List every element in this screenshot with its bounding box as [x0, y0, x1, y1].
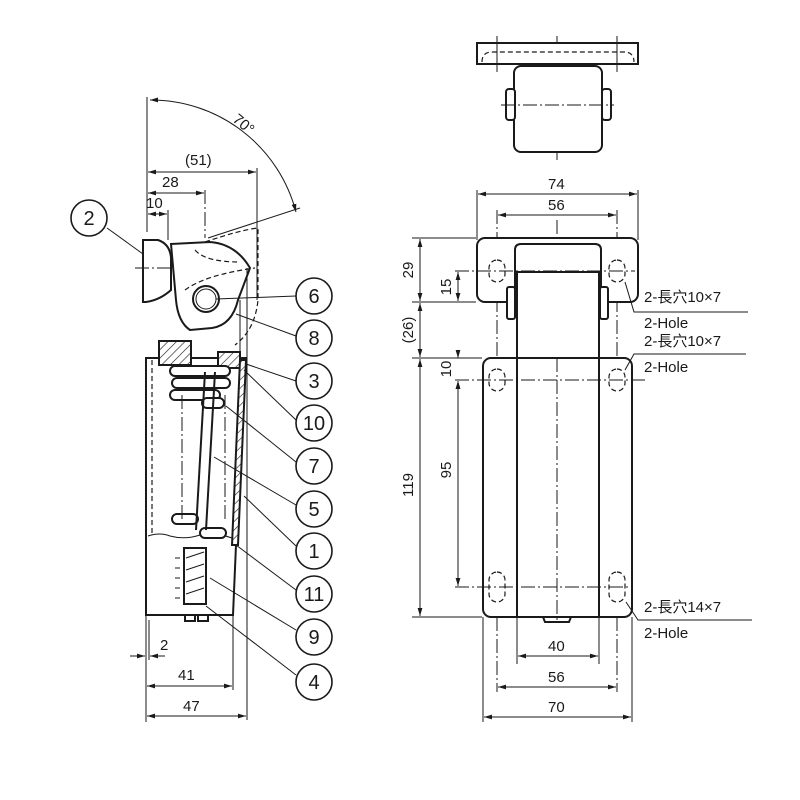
slot-top-left	[488, 259, 506, 283]
leader-lines	[106, 227, 297, 676]
dim-28: 28	[162, 174, 179, 191]
svg-text:4: 4	[308, 672, 319, 694]
svg-text:1: 1	[308, 541, 319, 563]
dim-74: 74	[548, 176, 565, 193]
note-leader-1	[624, 281, 748, 313]
balloon-7: 7	[295, 447, 333, 485]
slot-top-right	[608, 259, 626, 283]
dim-10: 10	[146, 195, 163, 212]
note-1-jp: 2-長穴10×7	[644, 289, 721, 306]
top-barrel	[513, 65, 603, 153]
note-3-jp: 2-長穴14×7	[644, 599, 721, 616]
dim-119: 119	[400, 473, 417, 497]
note-3-en: 2-Hole	[644, 625, 688, 642]
front-pin-right	[599, 286, 609, 320]
slot-mid-right	[608, 368, 626, 392]
screw-threads	[175, 551, 205, 599]
angle-arc	[149, 97, 297, 213]
svg-text:9: 9	[308, 627, 319, 649]
cover-plate	[230, 359, 248, 546]
dim-15: 15	[438, 279, 455, 296]
top-view	[476, 36, 639, 162]
balloon-11: 11	[295, 575, 333, 613]
dim-26: (26)	[400, 317, 417, 344]
stop-block	[142, 239, 172, 303]
svg-text:5: 5	[308, 499, 319, 521]
balloon-1: 1	[295, 532, 333, 570]
note-leader-3	[625, 601, 752, 621]
balloon-3: 3	[295, 362, 333, 400]
angle-label-text: 70°	[229, 111, 257, 139]
note-leader-2	[624, 353, 746, 371]
dim-47: 47	[183, 698, 200, 715]
svg-text:2: 2	[83, 208, 94, 230]
dim-95: 95	[438, 462, 455, 479]
front-pin-left	[506, 286, 516, 320]
balloon-8: 8	[295, 319, 333, 357]
dim-51: (51)	[185, 152, 212, 169]
balloon-5: 5	[295, 490, 333, 528]
screw-nut-2	[197, 614, 209, 622]
svg-text:3: 3	[308, 371, 319, 393]
adjust-screw	[183, 547, 207, 605]
cam-hidden	[204, 227, 259, 346]
angle-extension-line	[207, 207, 301, 239]
top-plate	[476, 42, 639, 65]
dim-56-top: 56	[548, 197, 565, 214]
svg-text:10: 10	[303, 413, 325, 435]
svg-text:7: 7	[308, 456, 319, 478]
top-plate-hidden	[481, 51, 635, 63]
dim-41: 41	[178, 667, 195, 684]
slot-mid-left	[488, 368, 506, 392]
bottom-nut	[542, 616, 572, 623]
note-1-en: 2-Hole	[644, 315, 688, 332]
svg-text:11: 11	[304, 584, 325, 606]
balloon-2: 2	[70, 199, 108, 237]
balloon-6: 6	[295, 277, 333, 315]
note-2-en: 2-Hole	[644, 359, 688, 376]
svg-text:8: 8	[308, 328, 319, 350]
dim-40: 40	[548, 638, 565, 655]
svg-text:6: 6	[308, 286, 319, 308]
top-leaf-inner	[514, 243, 602, 302]
front-view: 74 56 29 15	[400, 176, 752, 722]
note-2-jp: 2-長穴10×7	[644, 333, 721, 350]
side-view: 70° (51) 28 10	[70, 97, 333, 722]
balloon-4: 4	[295, 663, 333, 701]
dim-10-front: 10	[438, 361, 455, 378]
cam-hidden-2	[184, 249, 256, 291]
hatched-block	[158, 340, 192, 366]
spring-rod	[195, 371, 206, 531]
dim-2: 2	[160, 637, 168, 654]
dim-29: 29	[400, 262, 417, 279]
dim-56-bottom: 56	[548, 669, 565, 686]
pivot-pin	[192, 285, 220, 313]
spring-rod-2	[205, 371, 216, 531]
dim-70: 70	[548, 699, 565, 716]
balloon-9: 9	[295, 618, 333, 656]
screw-nut-1	[184, 614, 196, 622]
balloon-10: 10	[295, 404, 333, 442]
